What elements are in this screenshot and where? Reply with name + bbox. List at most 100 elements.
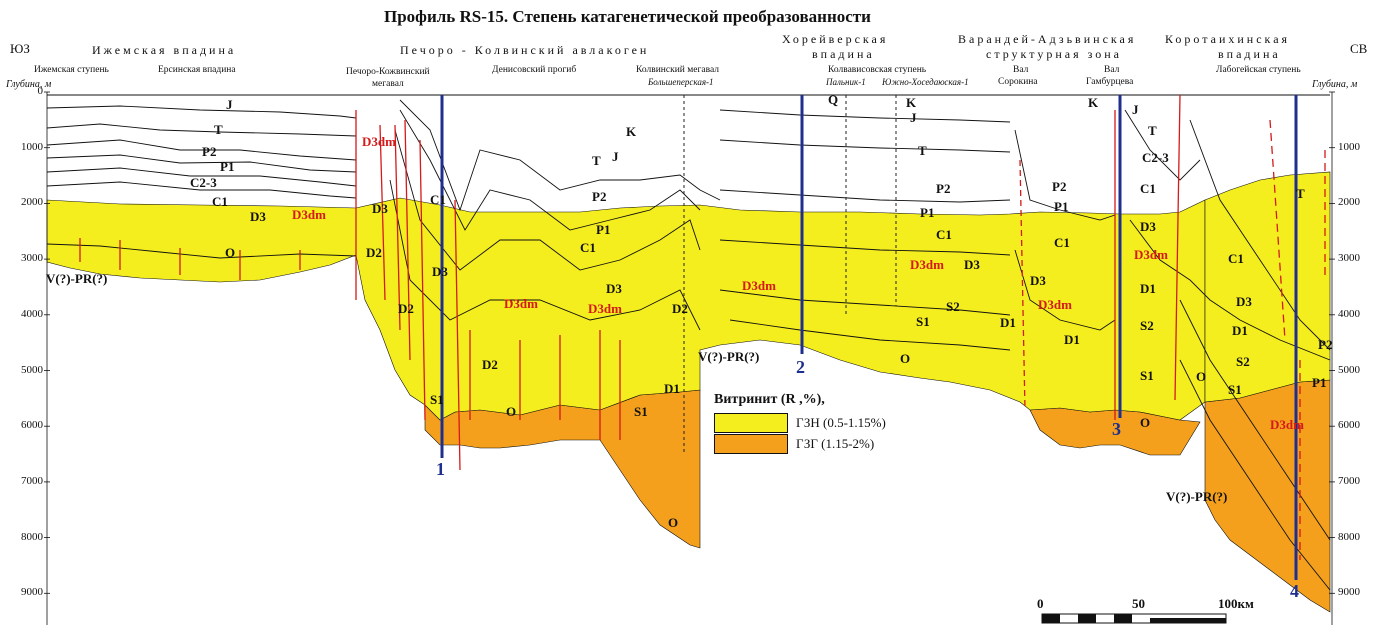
horizon-line xyxy=(46,123,357,137)
strat-label: P2 xyxy=(202,144,217,159)
horizon-line xyxy=(46,181,357,199)
strat-label: D3 xyxy=(606,281,622,296)
depth-tick-label-left: 4000 xyxy=(21,307,43,320)
strat-label: C1 xyxy=(430,192,446,207)
gzn-zone-west xyxy=(46,199,357,283)
well-palnik: Пальник-1 xyxy=(826,77,866,87)
strat-label: J xyxy=(910,110,917,125)
horizon-line xyxy=(719,109,1011,123)
well-bolshepersk: Большеперская-1 xyxy=(648,77,714,87)
strat-label: D1 xyxy=(1064,332,1080,347)
depth-axis-title-left: Глубина, м xyxy=(6,79,52,90)
strat-label-dm: D3dm xyxy=(588,301,622,316)
horizon-line xyxy=(1014,129,1116,221)
subregion-ersa: Ерсинская впадина xyxy=(158,65,236,75)
strat-label: V(?)-PR(?) xyxy=(698,349,760,364)
depth-tick-label-right: 1000 xyxy=(1338,140,1360,153)
horizon-line xyxy=(399,109,701,231)
strat-label: D2 xyxy=(672,301,688,316)
fault-line xyxy=(404,119,411,361)
strat-label: S1 xyxy=(1228,382,1242,397)
strat-label-dm: D3dm xyxy=(910,257,944,272)
section-marker-lines xyxy=(440,95,1298,580)
strat-label: D1 xyxy=(1232,323,1248,338)
strat-label-dm: D3dm xyxy=(1134,247,1168,262)
scale-bar-segment xyxy=(1042,614,1060,623)
strat-label: P2 xyxy=(1052,179,1067,194)
depth-tick-label-right: 7000 xyxy=(1338,474,1360,487)
strat-label: P1 xyxy=(596,222,611,237)
strat-label: V(?)-PR(?) xyxy=(1166,489,1228,504)
depth-tick-label-right: 5000 xyxy=(1338,363,1360,376)
region-horeyver-2: впадина xyxy=(812,47,875,61)
depth-tick-label-right: 4000 xyxy=(1338,307,1360,320)
strat-label: T xyxy=(1148,123,1157,138)
strat-label: J xyxy=(612,149,619,164)
strat-label: S1 xyxy=(430,392,444,407)
strat-label: C2-3 xyxy=(1142,150,1169,165)
horizon-line xyxy=(729,319,1011,351)
strat-label-dm: D3dm xyxy=(362,134,396,149)
fault-line xyxy=(379,124,386,301)
fault-line xyxy=(1269,119,1286,341)
horizon-line xyxy=(46,243,357,259)
depth-tick-label-right: 6000 xyxy=(1338,419,1360,432)
depth-tick-marks xyxy=(44,91,1335,594)
subregion-gamburtsev-2: Гамбурцева xyxy=(1086,77,1134,87)
depth-axis-title-right: Глубина, м xyxy=(1312,79,1358,90)
strat-label: D3 xyxy=(1140,219,1156,234)
strat-label: Q xyxy=(828,92,839,107)
strat-label-dm: D3dm xyxy=(742,278,776,293)
horizon-line xyxy=(1014,249,1116,331)
horizon-line xyxy=(46,154,357,173)
section-marker-1: 1 xyxy=(436,459,445,479)
strat-label: C1 xyxy=(1140,181,1156,196)
depth-tick-label-left: 3000 xyxy=(21,252,43,265)
strat-label: C2-3 xyxy=(190,175,217,190)
legend-swatch-gzn xyxy=(714,413,788,433)
horizon-line xyxy=(719,189,1011,203)
horizon-line xyxy=(1179,359,1331,591)
depth-tick-label-left: 7000 xyxy=(21,474,43,487)
strat-label-dm: D3dm xyxy=(292,207,326,222)
horizon-lines xyxy=(46,94,1331,591)
gzn-zone-east xyxy=(1204,171,1331,403)
fault-lines xyxy=(79,94,1326,560)
horizon-line xyxy=(46,167,357,187)
subregion-kolva: Колвинский мегавал xyxy=(636,65,719,75)
depth-tick-label-right: 2000 xyxy=(1338,196,1360,209)
horizon-line xyxy=(394,129,701,271)
subregion-kolvavis: Колвависовская ступень xyxy=(828,65,927,75)
subregion-labogey: Лабогейская ступень xyxy=(1216,65,1301,75)
strat-label: O xyxy=(225,245,236,260)
depth-tick-label-left: 6000 xyxy=(21,419,43,432)
subregion-sorokin-1: Вал xyxy=(1013,65,1029,75)
subregion-sorokin-2: Сорокина xyxy=(998,77,1038,87)
scale-bar-segment xyxy=(1150,618,1226,623)
strat-label: T xyxy=(214,122,223,137)
gzg-zone-pechora xyxy=(424,389,701,549)
scale-bar-segment xyxy=(1078,614,1096,623)
strat-label: C1 xyxy=(212,194,228,209)
section-marker-3: 3 xyxy=(1112,419,1121,439)
scale-label-100: 100км xyxy=(1218,596,1254,611)
strat-label: S1 xyxy=(916,314,930,329)
strat-label: D1 xyxy=(664,381,680,396)
strat-label: C1 xyxy=(1054,235,1070,250)
fault-line xyxy=(1174,94,1181,401)
horizon-line xyxy=(1179,299,1331,541)
horizon-line xyxy=(46,139,357,161)
strat-label: S1 xyxy=(634,404,648,419)
horizon-line xyxy=(719,289,1011,316)
strat-label: D2 xyxy=(482,357,498,372)
horizon-line xyxy=(46,105,357,119)
depth-tick-label-left: 1000 xyxy=(21,140,43,153)
strat-label: S2 xyxy=(946,299,960,314)
legend-title: Витринит (R ,%), xyxy=(714,392,825,407)
depth-tick-label-right: 8000 xyxy=(1338,530,1360,543)
strat-label-dm: D3dm xyxy=(1270,417,1304,432)
depth-tick-label-right: 3000 xyxy=(1338,252,1360,265)
scale-bar-segment xyxy=(1114,614,1132,623)
strat-label-dm: D3dm xyxy=(1038,297,1072,312)
